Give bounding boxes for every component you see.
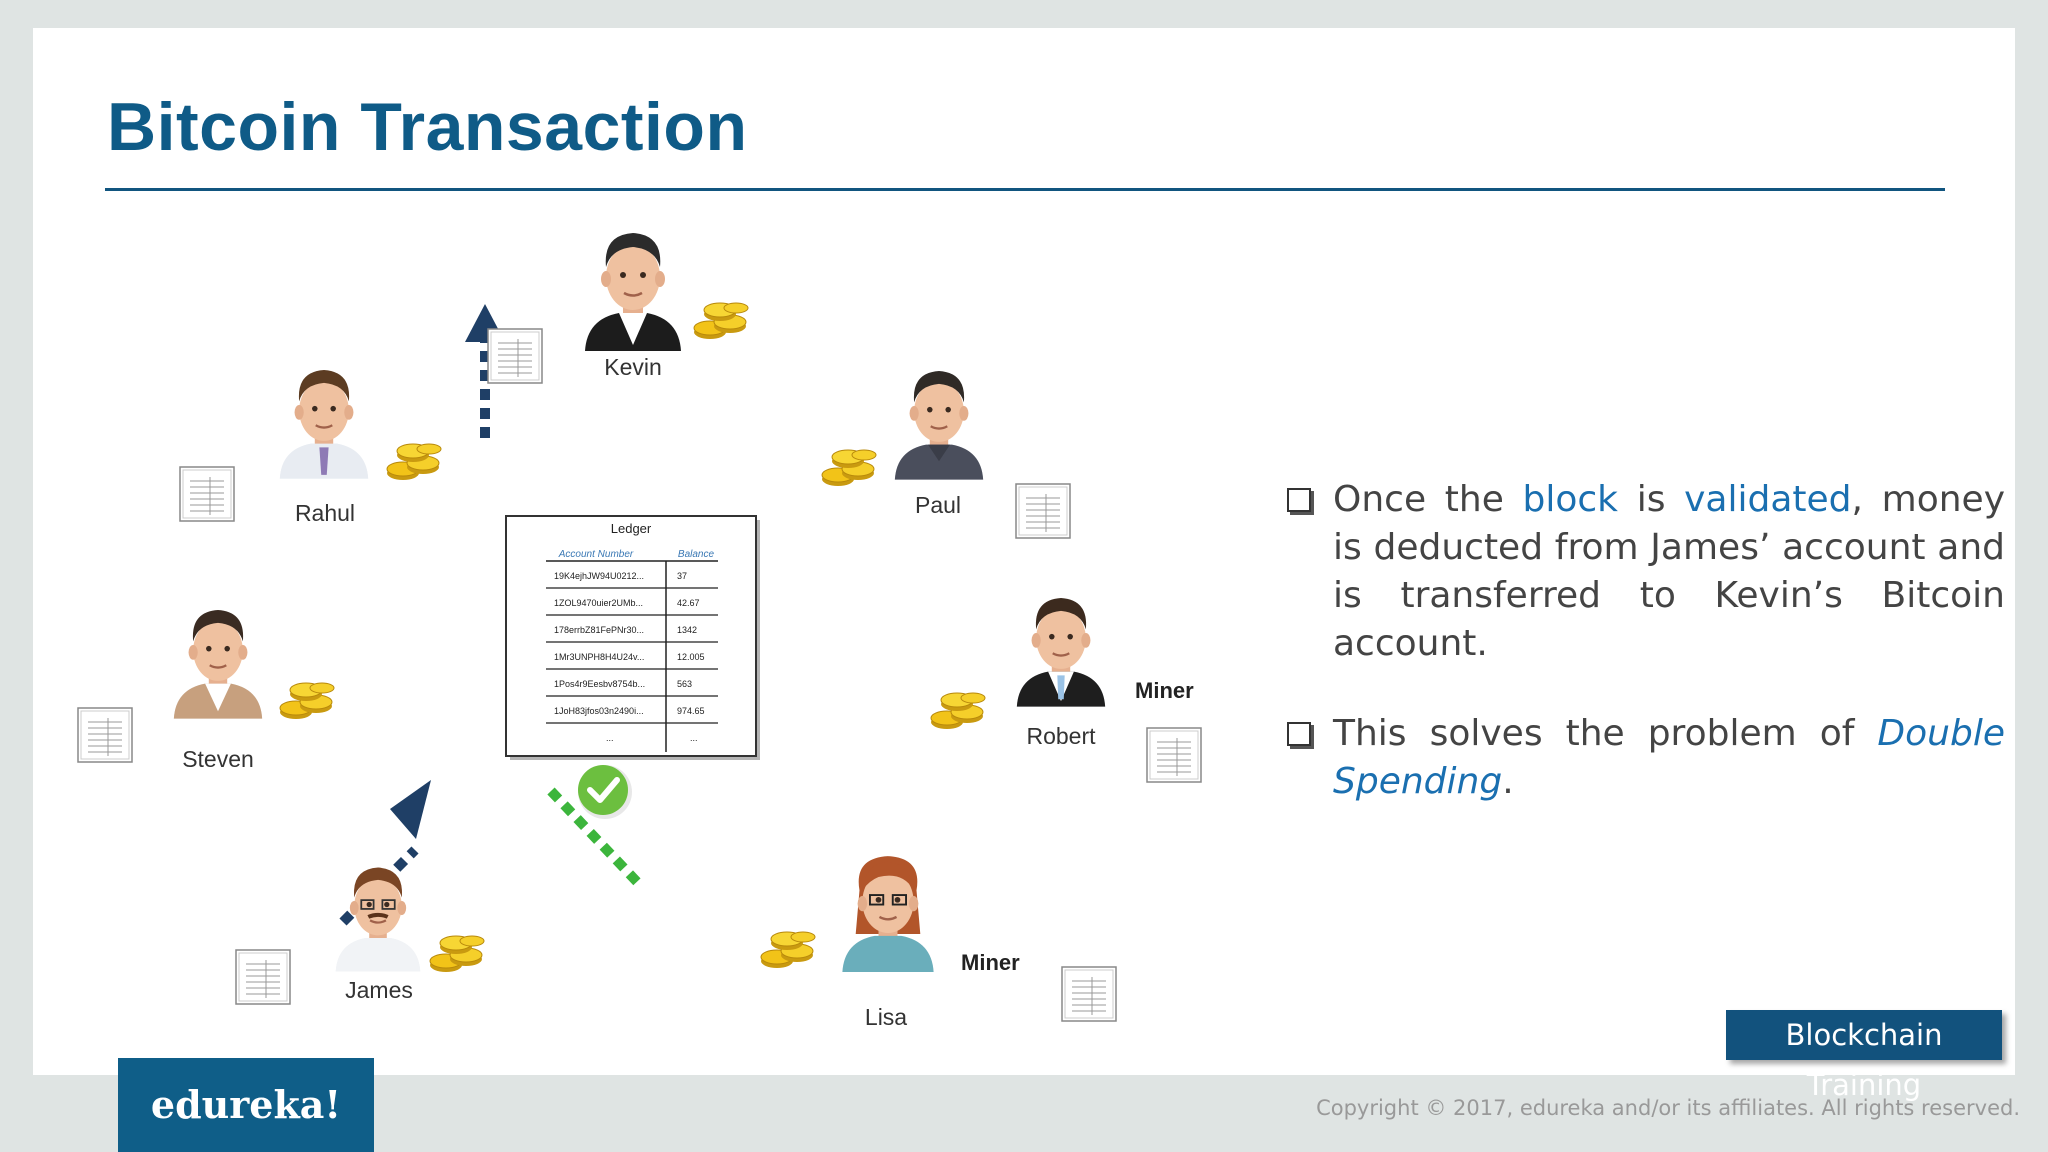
avatar-rahul xyxy=(278,370,370,480)
ledger-account-cell: ... xyxy=(606,733,614,743)
document-icon-rahul xyxy=(179,466,235,522)
document-icon-kevin xyxy=(487,328,543,384)
course-badge: Blockchain Training xyxy=(1726,1010,2002,1102)
title-divider xyxy=(105,188,1945,191)
document-icon-james xyxy=(235,949,291,1005)
coins-icon-robert xyxy=(930,692,986,730)
coins-icon-paul xyxy=(821,449,877,487)
person-name-lisa: Lisa xyxy=(864,1004,908,1030)
avatar-james xyxy=(334,867,422,973)
person-name-rahul: Rahul xyxy=(294,500,356,526)
person-name-james: James xyxy=(345,977,413,1003)
ledger-balance-cell: 974.65 xyxy=(677,706,705,716)
document-icon-robert xyxy=(1146,727,1202,783)
ledger-balance-cell: 12.005 xyxy=(677,652,705,662)
person-name-kevin: Kevin xyxy=(604,354,662,380)
miner-label-robert: Miner xyxy=(1135,678,1194,703)
ledger-balance-cell: ... xyxy=(690,733,698,743)
ledger-col-balance: Balance xyxy=(678,549,715,560)
ledger-account-cell: 1Mr3UNPH8H4U24v... xyxy=(554,652,644,662)
ledger-account-cell: 1ZOL9470uier2UMb... xyxy=(554,598,643,608)
copyright-text: Copyright © 2017, edureka and/or its aff… xyxy=(1316,1096,2020,1120)
ledger-balance-cell: 42.67 xyxy=(677,598,700,608)
arrow-lisa-to-ledger xyxy=(547,787,644,889)
ledger-title: Ledger xyxy=(611,521,652,536)
slide: Bitcoin Transaction xyxy=(33,28,2015,1075)
page-title: Bitcoin Transaction xyxy=(107,89,748,165)
avatar-paul xyxy=(893,371,985,481)
person-name-paul: Paul xyxy=(914,492,962,518)
avatar-steven xyxy=(172,610,264,720)
ledger-col-account: Account Number xyxy=(558,549,634,560)
coins-icon-rahul xyxy=(386,443,442,481)
ledger-account-cell: 1JoH83jfos03n2490i... xyxy=(554,706,644,716)
bullet-validated: Once the block is validated, money is de… xyxy=(1285,476,2005,668)
coins-icon-james xyxy=(429,935,485,973)
coins-icon-lisa xyxy=(760,931,816,969)
ledger-account-cell: 178errbZ81FePNr30... xyxy=(554,625,644,635)
ledger: Ledger Account Number Balance 19K4ejhJW9… xyxy=(505,515,760,760)
ledger-balance-cell: 37 xyxy=(677,571,687,581)
ledger-account-cell: 1Pos4r9Eesbv8754b... xyxy=(554,679,645,689)
coins-icon-steven xyxy=(279,682,335,720)
avatar-robert xyxy=(1015,598,1107,708)
check-icon xyxy=(578,765,628,815)
checkbox-square-icon xyxy=(1287,488,1311,512)
person-name-robert: Robert xyxy=(1026,723,1096,749)
miner-label-lisa: Miner xyxy=(961,950,1020,975)
ledger-balance-cell: 563 xyxy=(677,679,692,689)
edureka-logo: edureka! xyxy=(118,1058,374,1152)
person-name-steven: Steven xyxy=(182,746,254,772)
transaction-diagram: Ledger Account Number Balance 19K4ejhJW9… xyxy=(77,233,1202,1022)
arrow-james-to-ledger xyxy=(339,846,419,926)
checkbox-square-icon xyxy=(1287,722,1311,746)
avatar-lisa xyxy=(841,856,935,974)
ledger-balance-cell: 1342 xyxy=(677,625,697,635)
bullet-double-spending: This solves the problem of Double Spendi… xyxy=(1285,710,2005,806)
document-icon-paul xyxy=(1015,483,1071,539)
document-icon-steven xyxy=(77,707,133,763)
ledger-account-cell: 19K4ejhJW94U0212... xyxy=(554,571,644,581)
document-icon-lisa xyxy=(1061,966,1117,1022)
bullet-list: Once the block is validated, money is de… xyxy=(1285,476,2005,848)
coins-icon-kevin xyxy=(693,302,749,340)
avatar-kevin xyxy=(583,233,683,353)
